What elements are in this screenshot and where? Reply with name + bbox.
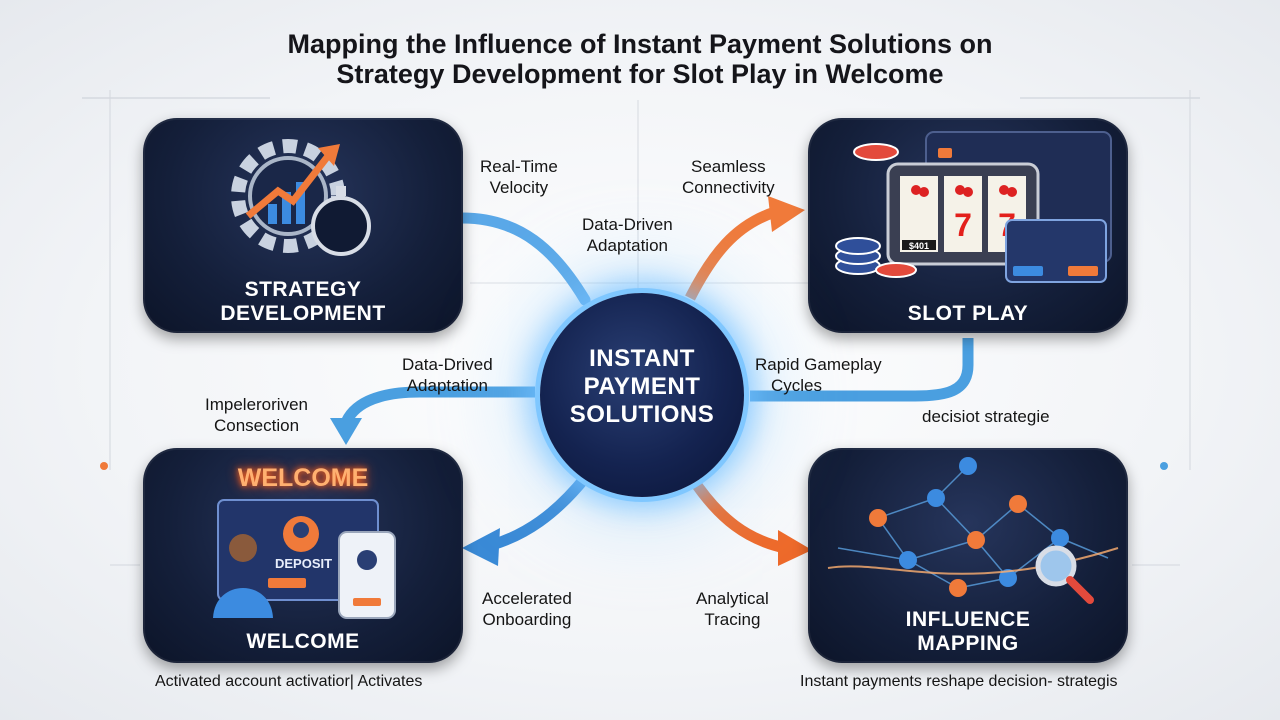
strategy-label-line-1: STRATEGY <box>244 278 362 301</box>
connector-datadriven-line-1: Data-Driven <box>582 215 673 234</box>
caption-left: Activated account activatior| Activates <box>155 673 423 690</box>
connector-impeler-line-2: Consection <box>213 416 300 435</box>
reel-symbol-1: 7 <box>954 207 972 243</box>
connector-impeler-line-1: Impeleroriven <box>205 395 308 414</box>
arrow-hub-influence <box>687 474 787 554</box>
compass-icon <box>311 186 371 256</box>
arrow-hub-welcome-lower <box>490 474 590 551</box>
hub-line-1: INSTANT <box>589 345 695 372</box>
connector-accelerated-line-1: Accelerated <box>482 589 572 608</box>
slot-machine-illustration: 7 7 $401 <box>835 131 1112 283</box>
connector-realtime-line-2: Velocity <box>489 178 549 197</box>
connector-realtime: Real-Time Velocity <box>480 156 558 198</box>
arrowhead-influence <box>778 530 812 566</box>
onboarding-illustration <box>213 499 396 619</box>
slot-screen-label: $401 <box>909 241 929 251</box>
connector-rapid-line-1: Rapid Gameplay <box>755 355 882 374</box>
influence-label-line-2: MAPPING <box>917 632 1019 655</box>
connector-seamless: Seamless Connectivity <box>682 156 775 198</box>
diagram-title-line-1: Mapping the Influence of Instant Payment… <box>287 29 993 59</box>
connector-analytical-line-1: Analytical <box>696 589 769 608</box>
arrow-hub-welcome <box>339 386 535 428</box>
arrow-hub-slot <box>685 206 777 301</box>
welcome-label: WELCOME <box>246 630 360 653</box>
slot-play-card: 7 7 $401 SLOT PLAY <box>808 118 1128 333</box>
strategy-label-line-2: DEVELOPMENT <box>220 302 386 325</box>
deposit-label: DEPOSIT <box>275 556 333 571</box>
hub-line-2: PAYMENT <box>583 373 701 400</box>
connector-accelerated-line-2: Onboarding <box>482 610 572 629</box>
connector-datadrived-line-1: Data-Drived <box>402 355 493 374</box>
hub-line-3: SOLUTIONS <box>569 401 715 428</box>
influence-mapping-card: INFLUENCE MAPPING <box>808 448 1128 663</box>
arrowhead-welcome-lower <box>462 528 500 566</box>
slot-play-label: SLOT PLAY <box>907 302 1029 325</box>
welcome-neon-sign: WELCOME <box>237 464 369 492</box>
arrow-strategy-hub <box>456 212 591 306</box>
connector-rapid: Rapid Gameplay Cycles <box>755 354 882 396</box>
strategy-development-card: STRATEGY DEVELOPMENT <box>143 118 463 333</box>
connector-datadrived-line-2: Adaptation <box>406 376 488 395</box>
dot-right <box>1160 462 1168 470</box>
connector-analytical: Analytical Tracing <box>696 588 769 630</box>
influence-label-line-1: INFLUENCE <box>905 608 1031 631</box>
arrowhead-slot <box>768 196 805 232</box>
gear-chart-icon <box>231 139 371 256</box>
connector-impeler: Impeleroriven Consection <box>205 394 308 436</box>
network-map-illustration <box>827 457 1119 604</box>
arrow-slot-hub <box>750 338 974 402</box>
connector-decisiot: decisiot strategie <box>922 407 1050 426</box>
connector-seamless-line-1: Seamless <box>690 157 766 176</box>
connector-realtime-line-1: Real-Time <box>480 157 558 176</box>
connector-rapid-line-2: Cycles <box>771 376 823 395</box>
connector-seamless-line-2: Connectivity <box>682 178 775 197</box>
connector-datadriven: Data-Driven Adaptation <box>582 214 673 256</box>
connector-analytical-line-2: Tracing <box>704 610 761 629</box>
dot-left <box>100 462 108 470</box>
diagram-title-line-2: Strategy Development for Slot Play in We… <box>336 59 944 89</box>
arrowhead-welcome <box>330 418 362 445</box>
welcome-card: WELCOME DEPOSIT WELCOME <box>143 448 463 663</box>
instant-payment-hub: INSTANT PAYMENT SOLUTIONS <box>540 293 744 497</box>
connector-datadriven-line-2: Adaptation <box>586 236 668 255</box>
connector-accelerated: Accelerated Onboarding <box>482 588 572 630</box>
caption-right: Instant payments reshape decision- strat… <box>800 673 1118 690</box>
connector-datadrived: Data-Drived Adaptation <box>402 354 493 396</box>
magnifier-icon <box>1035 545 1094 604</box>
